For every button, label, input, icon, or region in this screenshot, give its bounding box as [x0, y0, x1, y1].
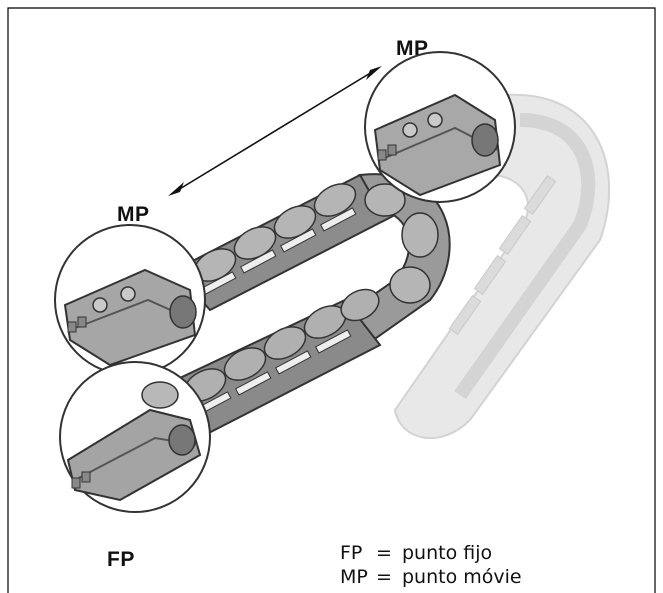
fp-magnifier	[60, 362, 210, 512]
mp-left-label: MP	[117, 203, 150, 227]
fp-label: FP	[107, 548, 135, 572]
legend-equals: =	[376, 541, 402, 565]
legend: FP=punto fijo MP=punto móvie	[340, 541, 522, 589]
legend-text: punto móvie	[402, 566, 522, 588]
mp-top-magnifier	[365, 52, 515, 202]
legend-row-mp: MP=punto móvie	[340, 565, 522, 589]
mp-top-label: MP	[396, 37, 429, 61]
legend-equals: =	[376, 565, 402, 589]
legend-abbr: FP	[340, 541, 376, 565]
legend-abbr: MP	[340, 565, 376, 589]
legend-row-fp: FP=punto fijo	[340, 541, 522, 565]
mp-left-magnifier	[55, 225, 205, 375]
legend-text: punto fijo	[402, 542, 492, 564]
travel-arrow	[168, 66, 382, 196]
